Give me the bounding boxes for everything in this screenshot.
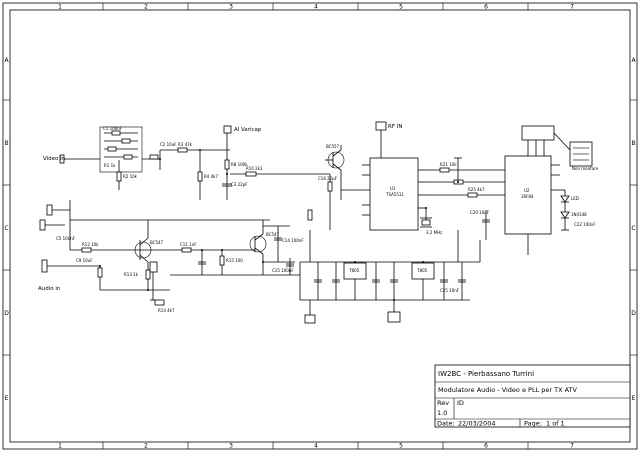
rf-in-label: RF IN bbox=[388, 124, 402, 130]
title-block-rev-label: Rev bbox=[437, 399, 449, 407]
col-label-2: 2 bbox=[144, 4, 148, 11]
row-label-b: B bbox=[4, 140, 8, 147]
col-label-1: 1 bbox=[58, 4, 62, 11]
power-supply-section: 7805 7805 C25 10nF bbox=[299, 209, 481, 324]
u1-part: TSA5511 bbox=[385, 192, 404, 197]
title-block-id-label: ID bbox=[457, 399, 464, 407]
title-block-rev-value: 1.0 bbox=[437, 409, 447, 417]
label-cap-d: C5 100nF bbox=[56, 236, 76, 241]
label-res-k: R21 10k bbox=[440, 162, 457, 167]
col-label-5: 5 bbox=[399, 4, 403, 11]
row-label-c: C bbox=[4, 225, 8, 232]
col-label-7: 7 bbox=[570, 4, 574, 11]
label-cap-i: C16 22pF bbox=[318, 176, 338, 181]
label-cap-g: C14 100nF bbox=[282, 238, 304, 243]
label-res-i: R14 4k7 bbox=[158, 308, 175, 313]
drawing-frame: 1 2 3 4 5 6 7 1 2 3 4 5 6 7 A B C D E A … bbox=[2, 2, 638, 450]
reg1-label: 7805 bbox=[349, 268, 360, 273]
u2-part: 16F84 bbox=[521, 194, 534, 199]
label-cap-b: C2 10uF bbox=[160, 142, 177, 147]
video-in-label: Video in bbox=[43, 156, 66, 162]
varicap-label: Al Varicap bbox=[234, 127, 262, 133]
label-res-e: R8 100k bbox=[231, 162, 248, 167]
label-res-j: R15 100 bbox=[226, 258, 243, 263]
label-d2: 1N4148 bbox=[571, 212, 587, 217]
xtal-label: 3.2 MHz bbox=[426, 230, 442, 235]
label-q2: BC557 bbox=[326, 144, 340, 149]
row-label-b-right: B bbox=[631, 140, 635, 147]
video-input-section: Video in C1 100nF R1 1k R2 10k R3 47k C2… bbox=[43, 125, 330, 200]
label-res-b: R2 10k bbox=[123, 174, 138, 179]
col-label-4: 4 bbox=[314, 4, 318, 11]
label-cap-c: C3 22pF bbox=[231, 182, 248, 187]
label-cap-h: C15 100nF bbox=[272, 268, 294, 273]
col-label-6: 6 bbox=[484, 4, 488, 11]
title-block-author: IW2BC - Pierbassano Turrini bbox=[438, 370, 534, 378]
label-cap-j: C20 10uF bbox=[470, 210, 490, 215]
audio-input-section: Audio in C5 100nF R12 10k C9 10uF BC547 … bbox=[38, 200, 304, 313]
label-res-h: R13 1k bbox=[124, 272, 139, 277]
label-led: LED bbox=[571, 196, 579, 201]
col-label-3b: 3 bbox=[229, 443, 233, 450]
title-block: IW2BC - Pierbassano Turrini Modulatore A… bbox=[434, 364, 631, 428]
dip-label: Non montare bbox=[572, 166, 599, 171]
label-q1: BC547 bbox=[150, 240, 164, 245]
col-label-2b: 2 bbox=[144, 443, 148, 450]
title-block-title: Modulatore Audio - Video e PLL per TX AT… bbox=[438, 386, 578, 394]
label-cap-e: C9 10uF bbox=[76, 258, 93, 263]
row-label-d-right: D bbox=[631, 310, 636, 317]
row-label-a-right: A bbox=[631, 57, 636, 64]
title-block-page-label: Page: bbox=[524, 420, 542, 428]
label-res-c: R3 47k bbox=[178, 142, 193, 147]
col-label-7b: 7 bbox=[570, 443, 574, 450]
col-label-5b: 5 bbox=[399, 443, 403, 450]
label-res-a: R1 1k bbox=[104, 163, 116, 168]
u2-ref: U2 bbox=[524, 188, 530, 193]
pll-section: RF IN BC557 C16 22pF U1 TSA5511 3.2 MHz bbox=[318, 121, 599, 255]
title-block-date-label: Date: bbox=[437, 420, 455, 428]
label-cap-a: C1 100nF bbox=[103, 126, 123, 131]
label-cap-l: C25 10nF bbox=[440, 288, 460, 293]
label-res-f: R10 2k2 bbox=[246, 166, 263, 171]
col-label-6b: 6 bbox=[484, 443, 488, 450]
title-block-date-value: 22/03/2004 bbox=[458, 420, 495, 428]
col-label-1b: 1 bbox=[58, 443, 62, 450]
row-label-a: A bbox=[4, 57, 9, 64]
row-label-c-right: C bbox=[631, 225, 635, 232]
label-cap-f: C11 1nF bbox=[180, 242, 197, 247]
row-label-d: D bbox=[4, 310, 9, 317]
row-label-e-right: E bbox=[632, 395, 636, 402]
label-res-g: R12 10k bbox=[82, 242, 99, 247]
u1-ref: U1 bbox=[390, 186, 396, 191]
label-q3: BC547 bbox=[266, 232, 280, 237]
label-res-d: R4 4k7 bbox=[204, 174, 218, 179]
col-label-4b: 4 bbox=[314, 443, 318, 450]
label-cap-k: C22 100nF bbox=[574, 222, 596, 227]
reg2-label: 7805 bbox=[417, 268, 428, 273]
row-label-e: E bbox=[5, 395, 9, 402]
title-block-page-value: 1 of 1 bbox=[546, 420, 565, 428]
col-label-3: 3 bbox=[229, 4, 233, 11]
audio-in-label: Audio in bbox=[38, 286, 61, 292]
label-res-l: R25 4k7 bbox=[468, 187, 485, 192]
